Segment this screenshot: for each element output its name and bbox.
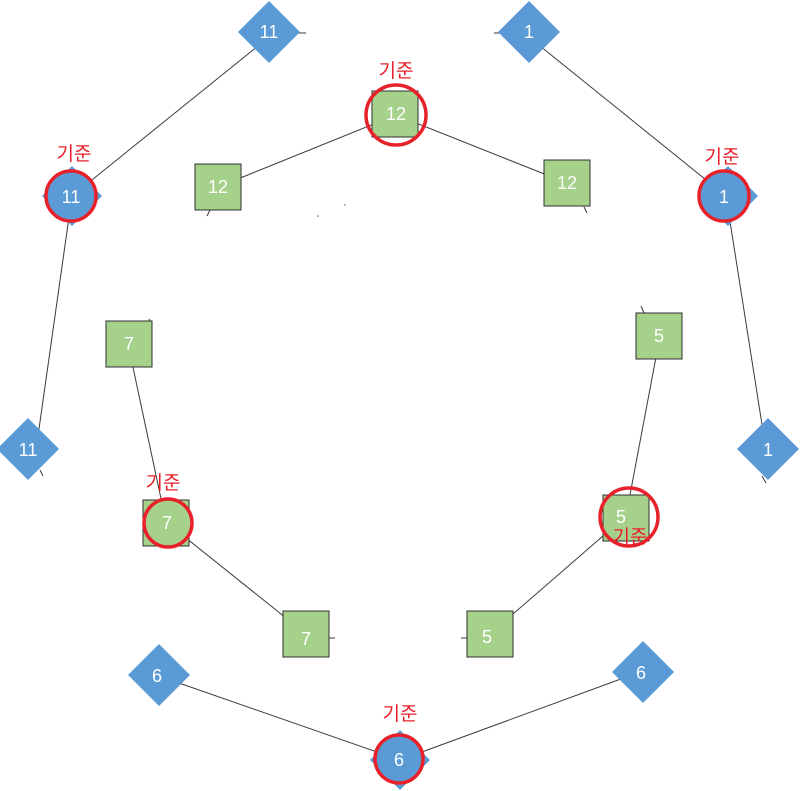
dot-mark	[344, 204, 346, 206]
edge-7top-7ref	[127, 343, 167, 523]
diamond-node-6-left: 6	[128, 644, 190, 706]
edge-12left-12top	[217, 114, 397, 188]
square-node-7-top: 7	[105, 320, 153, 368]
square-shape	[543, 159, 591, 207]
edge-5top-5ref	[625, 335, 661, 517]
dot-mark	[317, 215, 319, 217]
connector-lines	[35, 32, 767, 761]
diamond-shape	[0, 418, 59, 480]
node-label: 1	[763, 440, 773, 460]
square-node-12-left: 12	[194, 163, 242, 211]
diamond-node-6-reference: 6	[370, 730, 430, 790]
node-label: 7	[124, 334, 134, 354]
node-label: 11	[260, 22, 279, 42]
square-shape	[282, 610, 330, 658]
diamond-node-11-bottom: 11	[0, 418, 59, 480]
node-label: 5	[616, 507, 626, 527]
square-shape	[466, 610, 514, 658]
diamond-node-11-top: 11	[238, 1, 300, 63]
reference-label-5: 기준	[613, 526, 648, 548]
diamond-shape	[498, 1, 560, 63]
stub-5top	[640, 305, 645, 314]
square-node-12-top: 12	[364, 83, 428, 147]
diamond-shape	[737, 418, 799, 480]
reference-label-11: 기준	[57, 143, 92, 165]
node-label: 11	[62, 187, 81, 207]
reference-circle	[697, 169, 751, 223]
reference-circle	[598, 486, 660, 548]
stub-11bottom	[39, 469, 44, 477]
edge-11top-11ref	[71, 45, 259, 197]
reference-label-12: 기준	[379, 60, 414, 82]
node-label: 12	[557, 173, 577, 193]
node-label: 6	[636, 663, 646, 683]
node-label: 12	[386, 104, 406, 124]
diamond-node-6-right: 6	[612, 641, 674, 703]
reference-label-1: 기준	[705, 146, 740, 168]
node-label: 7	[301, 629, 311, 649]
reference-circle	[373, 733, 425, 785]
edge-1top-1ref	[539, 45, 727, 197]
node-label: 11	[19, 440, 38, 460]
edge-12top-12right	[395, 114, 568, 184]
square-shape	[105, 320, 153, 368]
diamond-shape	[238, 1, 300, 63]
square-node-5-reference: 5	[598, 486, 660, 548]
node-label: 6	[394, 750, 404, 770]
stub-12right	[583, 206, 588, 214]
stub-1bottom	[761, 475, 767, 484]
square-node-5-bottom: 5	[466, 610, 514, 658]
edge-1ref-1bottom	[725, 195, 767, 451]
reference-circle	[364, 83, 428, 147]
diamond-shape	[612, 641, 674, 703]
node-label: 6	[152, 666, 162, 686]
square-shape	[602, 494, 650, 542]
reference-circle	[44, 169, 98, 223]
square-node-7-bottom: 7	[282, 610, 330, 658]
stub-12left	[206, 209, 211, 217]
node-label: 1	[524, 22, 534, 42]
node-label: 1	[719, 187, 729, 207]
node-label: 5	[654, 326, 664, 346]
edge-6left-6ref	[155, 674, 401, 761]
reference-circle	[142, 497, 194, 549]
square-node-7-reference: 7	[142, 497, 194, 549]
square-node-5-top: 5	[635, 312, 683, 360]
diamond-node-1-reference: 1	[697, 166, 758, 226]
square-shape	[194, 163, 242, 211]
reference-label-7: 기준	[146, 472, 181, 494]
diamond-shape	[128, 644, 190, 706]
edge-11ref-11bottom	[35, 195, 73, 451]
node-label: 7	[162, 513, 172, 533]
square-shape	[371, 90, 419, 138]
diamond-node-11-reference: 11	[42, 166, 102, 226]
diamond-node-1-bottom: 1	[737, 418, 799, 480]
reference-label-6: 기준	[383, 703, 418, 725]
edge-6ref-6right	[399, 671, 641, 761]
node-label: 12	[208, 177, 228, 197]
diamond-node-1-top: 1	[498, 1, 560, 63]
square-shape	[635, 312, 683, 360]
square-node-12-right: 12	[543, 159, 591, 207]
node-label: 5	[482, 627, 492, 647]
